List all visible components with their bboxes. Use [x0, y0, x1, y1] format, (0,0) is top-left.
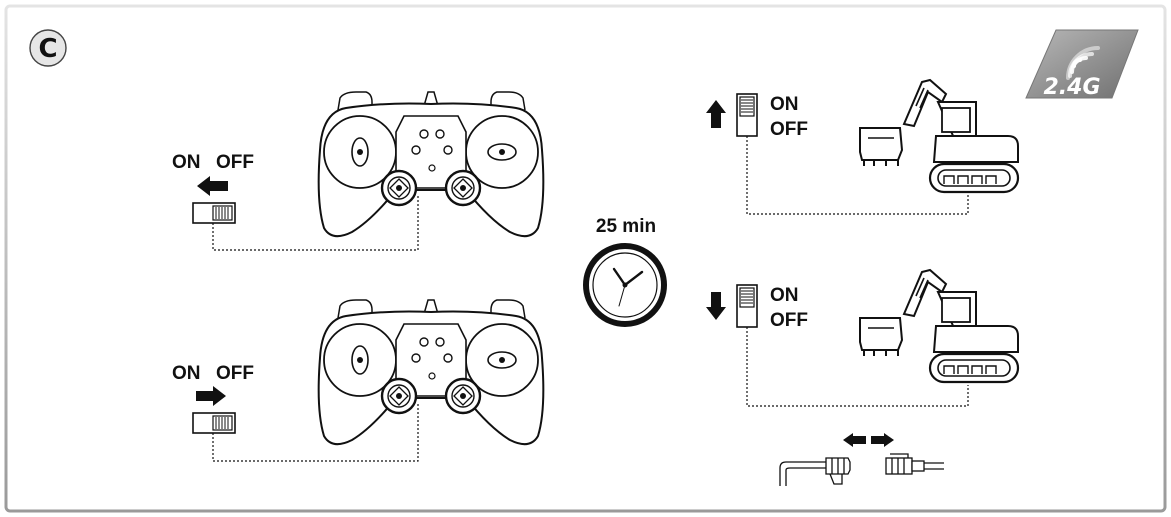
controller-on-label: ON — [172, 363, 201, 384]
arrow-right-icon — [871, 433, 894, 447]
arrow-left-icon — [197, 176, 228, 196]
controller-power-off-group: ON OFF — [172, 298, 545, 462]
controller-off-label: OFF — [216, 152, 254, 173]
slide-switch-icon — [192, 412, 236, 434]
timer-label: 25 min — [596, 216, 656, 237]
timer-group: 25 min — [583, 216, 667, 327]
dotted-connector — [746, 136, 969, 215]
controller-on-label: ON — [172, 152, 201, 173]
arrow-down-icon — [706, 292, 726, 320]
excavator-off-label: OFF — [770, 119, 808, 140]
arrow-right-icon — [196, 386, 226, 406]
arrow-up-icon — [706, 100, 726, 128]
slide-switch-icon — [192, 202, 236, 224]
diagram-frame — [4, 4, 1167, 513]
dotted-connector — [746, 327, 969, 407]
arrow-left-icon — [843, 433, 866, 447]
cable-connector-group — [779, 433, 944, 486]
frequency-label: 2.4G — [1043, 75, 1100, 100]
excavator-power-off-group: ON OFF — [706, 268, 1020, 407]
slide-switch-icon — [736, 284, 758, 328]
dotted-connector — [212, 404, 419, 462]
controller-power-on-group: ON OFF — [172, 90, 545, 251]
slide-switch-icon — [736, 93, 758, 137]
clock-icon — [583, 243, 667, 327]
dotted-connector — [212, 196, 419, 251]
section-badge-label: C — [38, 34, 57, 64]
controller-off-label: OFF — [216, 363, 254, 384]
excavator-power-on-group: ON OFF — [706, 78, 1020, 215]
excavator-on-label: ON — [770, 94, 799, 115]
excavator-on-label: ON — [770, 285, 799, 306]
section-badge: C — [29, 29, 67, 67]
wifi-signal-icon: 2.4G — [1025, 29, 1139, 100]
cable-connector-icon — [779, 453, 944, 486]
excavator-off-label: OFF — [770, 310, 808, 331]
